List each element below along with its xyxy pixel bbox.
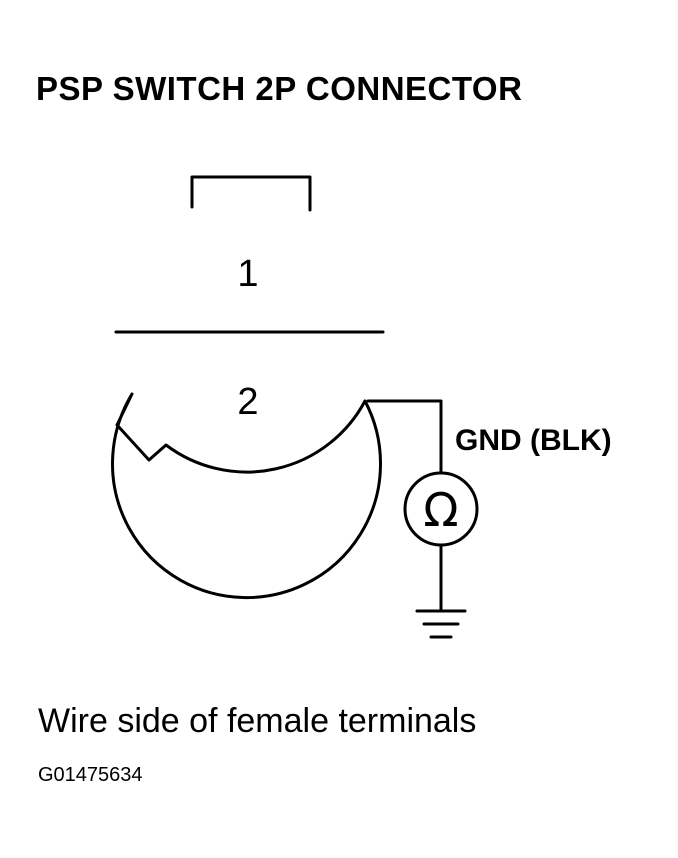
ohm-symbol: Ω (423, 483, 458, 537)
pin-2-label: 2 (237, 381, 258, 423)
diagram-caption: Wire side of female terminals (38, 702, 477, 740)
connector-lock-tab (190, 175, 312, 212)
figure-code: G01475634 (38, 764, 143, 786)
connector-body (111, 392, 382, 600)
ground-wire-label: GND (BLK) (455, 424, 612, 457)
pin-1-label: 1 (237, 253, 258, 295)
test-lead-wire (366, 399, 443, 474)
diagram-title: PSP SWITCH 2P CONNECTOR (36, 70, 523, 107)
ground-symbol-icon (415, 609, 467, 639)
